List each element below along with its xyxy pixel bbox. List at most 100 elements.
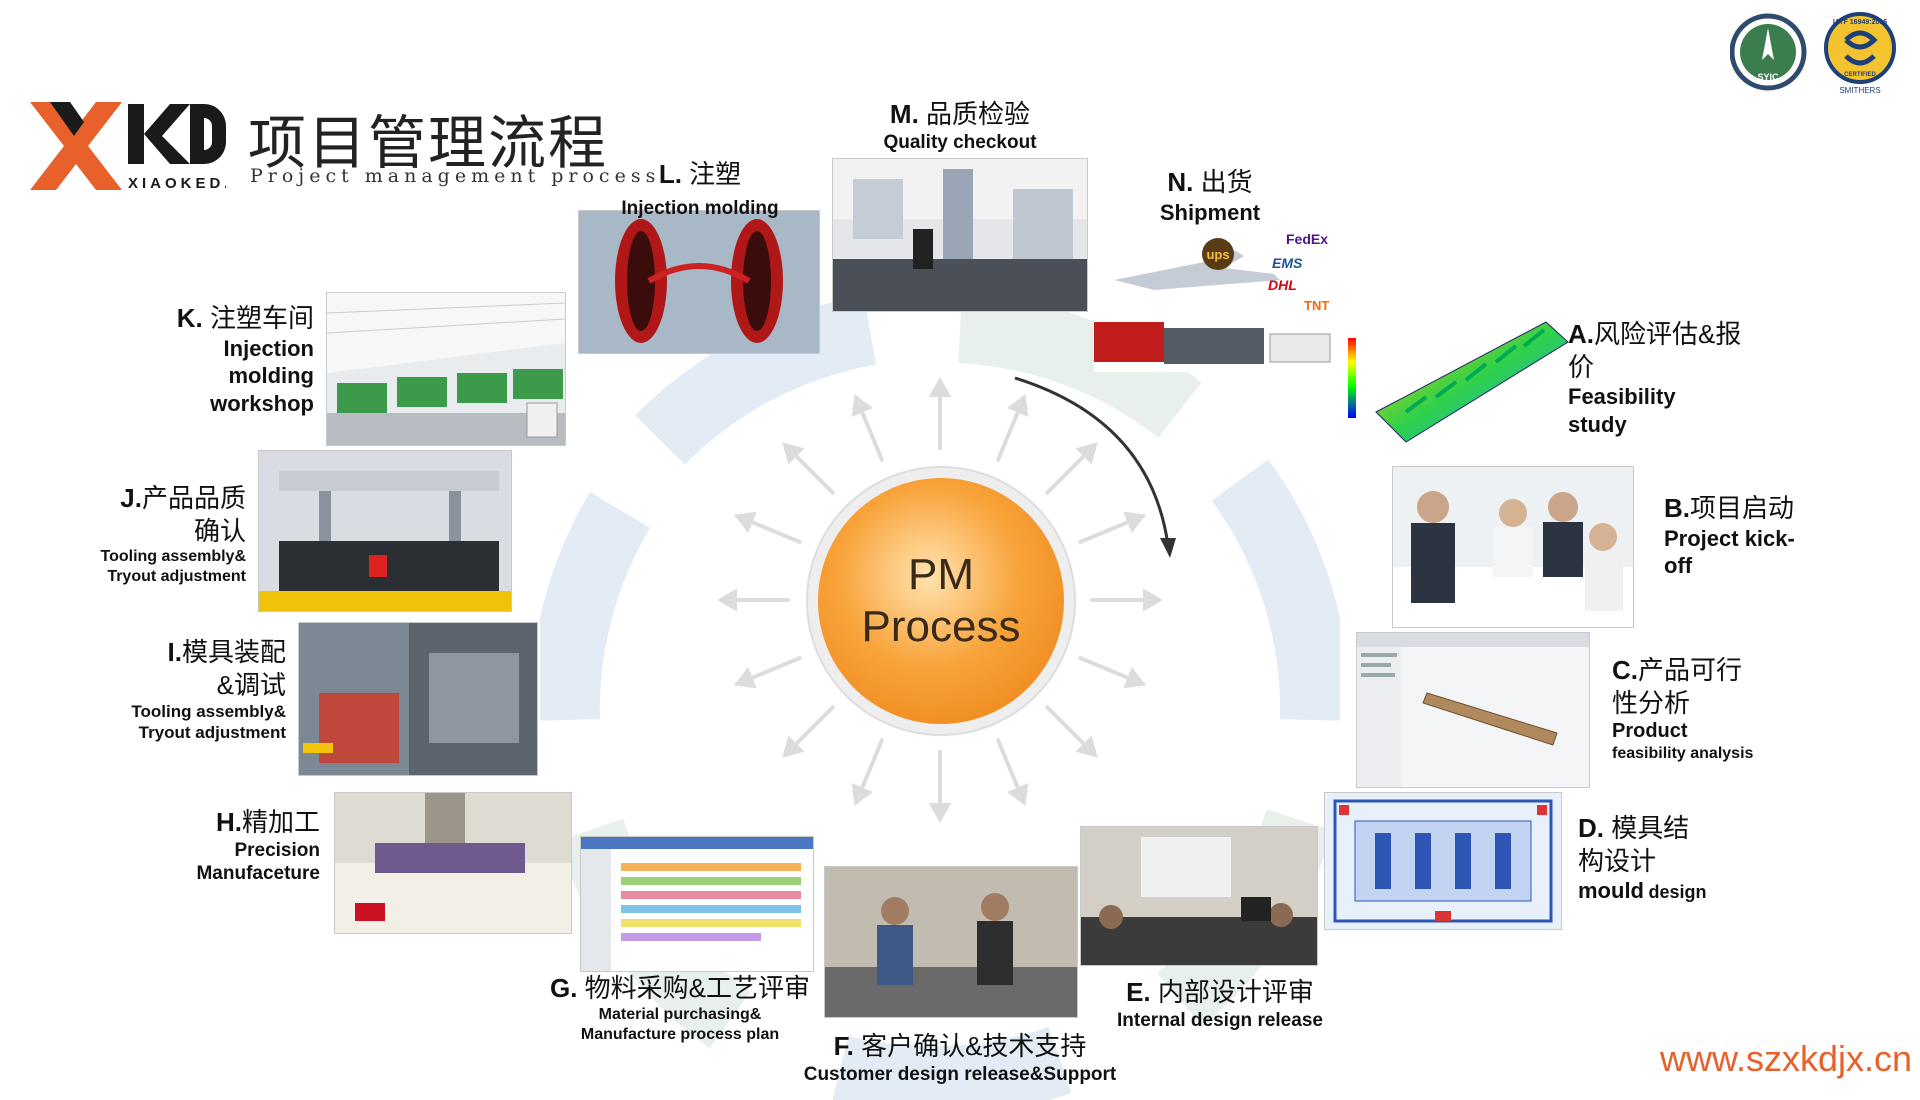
step-e-letter: E. [1126, 977, 1151, 1007]
ring-segment [635, 300, 877, 465]
step-a-letter: A. [1568, 319, 1594, 349]
radial-arrow-shaft [1044, 704, 1087, 747]
step-g-en1: Material purchasing& [598, 1005, 762, 1023]
radial-arrow-head [1123, 667, 1147, 689]
radial-arrow-head [1075, 442, 1098, 465]
radial-arrow-head [1075, 735, 1098, 758]
step-l-zh: 注塑 [689, 159, 742, 189]
step-m-en: Quality checkout [883, 131, 1037, 153]
smithers-text: SMITHERS [1839, 86, 1880, 95]
step-d-label: D. 模具结 构设计 mould design [1578, 812, 1778, 905]
photo-precision-manufacture [334, 792, 572, 934]
step-d-zh1: 模具结 [1611, 813, 1690, 843]
step-c-en2: feasibility analysis [1612, 745, 1754, 762]
step-a-en2: study [1568, 411, 1627, 437]
core-line-1: PM [908, 550, 974, 599]
step-m-zh: 品质检验 [926, 99, 1031, 129]
ring-segment [957, 300, 1202, 438]
radial-arrow-head [716, 588, 737, 612]
radial-arrow-shaft [859, 737, 885, 791]
syic-badge-text: SYIC [1757, 72, 1779, 82]
ring-segment [540, 492, 651, 721]
ring-segment [1211, 459, 1340, 721]
ups-logo: ups [1206, 247, 1229, 262]
step-c-zh1: 产品可行 [1638, 655, 1743, 685]
flow-arrowhead [1160, 538, 1176, 558]
iatf-badge-text: IATF 16949:2016 [1833, 19, 1887, 26]
certification-badges: SYIC IATF 16949:2016 CERTIFIED SMITHERS [1729, 10, 1900, 96]
radial-arrow-shaft [859, 409, 885, 463]
photo-shipment: ups FedEx EMS DHL TNT [1094, 230, 1342, 372]
step-a-zh: 风险评估&报价 [1568, 319, 1742, 382]
photo-feasibility-heatmap [1346, 302, 1576, 452]
step-j-en2: Tryout adjustment [107, 568, 246, 585]
step-l-letter: L. [658, 159, 682, 189]
step-f-letter: F. [833, 1031, 854, 1061]
step-l-en: Injection molding [621, 197, 779, 219]
step-l-label: L. 注塑 Injection molding [590, 158, 810, 220]
page-subtitle: Project management process [250, 165, 661, 187]
step-i-zh1: 模具装配 [181, 637, 286, 667]
radial-arrow-head [1007, 393, 1029, 417]
radial-arrow-head [928, 376, 952, 397]
step-g-letter: G. [549, 973, 578, 1003]
step-k-label: K. 注塑车间 Injection molding workshop [120, 302, 314, 417]
step-e-en: Internal design release [1117, 1009, 1323, 1031]
step-c-zh2: 性分析 [1612, 687, 1691, 718]
step-j-label: J.产品品质 确认 Tooling assembly& Tryout adjus… [60, 482, 246, 587]
step-a-label: A.风险评估&报价 Feasibility study [1568, 318, 1748, 438]
radial-arrow-shaft [749, 519, 803, 545]
certified-text: CERTIFIED [1844, 72, 1876, 78]
xiaokeda-logo: XIAOKEDA [30, 98, 235, 194]
step-n-label: N. 出货 Shipment [1120, 166, 1300, 226]
step-i-zh2: &调试 [216, 669, 286, 700]
step-b-en2: off [1664, 553, 1693, 578]
ems-logo: EMS [1272, 255, 1303, 271]
step-c-label: C.产品可行 性分析 Product feasibility analysis [1612, 654, 1812, 764]
step-g-en2: Manufacture process plan [580, 1025, 780, 1043]
step-d-zh2: 构设计 [1578, 845, 1657, 876]
step-h-letter: H. [215, 807, 242, 837]
photo-material-purchasing [580, 836, 814, 972]
step-n-en: Shipment [1159, 199, 1261, 225]
step-i-en1: Tooling assembly& [131, 702, 286, 721]
step-k-letter: K. [176, 303, 203, 333]
step-f-en: Customer design release&Support [803, 1063, 1117, 1085]
step-j-letter: J. [120, 483, 142, 513]
step-e-zh: 内部设计评审 [1157, 977, 1314, 1007]
radial-arrow-head [851, 393, 873, 417]
step-k-en2: molding [228, 363, 314, 388]
radial-arrow-shaft [793, 704, 836, 747]
radial-arrow-head [1123, 511, 1147, 533]
photo-project-kickoff [1392, 466, 1634, 628]
core-line-2: Process [861, 602, 1021, 651]
radial-arrows [716, 376, 1164, 824]
step-h-en1: Precision [234, 839, 320, 861]
pm-process-core: PM Process [818, 478, 1064, 724]
radial-arrow-shaft [995, 409, 1021, 463]
radial-arrow-shaft [1077, 655, 1131, 681]
step-n-letter: N. [1167, 167, 1194, 197]
photo-internal-design-release [1080, 826, 1318, 966]
photo-quality-checkout [832, 158, 1088, 312]
dhl-logo: DHL [1268, 277, 1297, 293]
radial-arrow-shaft [793, 453, 836, 496]
radial-arrow-head [782, 442, 805, 465]
radial-arrow-head [851, 783, 873, 807]
step-j-zh1: 产品品质 [141, 483, 246, 513]
page-title: 项目管理流程 [248, 109, 609, 177]
radial-arrow-head [782, 735, 805, 758]
step-k-en1: Injection [223, 335, 314, 361]
photo-product-quality [258, 450, 512, 612]
photo-customer-design-release [824, 866, 1078, 1018]
website-link[interactable]: www.szxkdjx.cn [1660, 1038, 1913, 1079]
radial-arrow-shaft [995, 737, 1021, 791]
photo-product-feasibility [1356, 632, 1590, 788]
step-h-en2: Manufaceture [196, 863, 320, 885]
radial-arrow-shaft [1044, 453, 1087, 496]
step-i-en2: Tryout adjustment [138, 723, 286, 743]
radial-arrow-head [1143, 588, 1164, 612]
radial-arrow-shaft [1077, 519, 1131, 545]
step-g-zh: 物料采购&工艺评审 [584, 973, 811, 1003]
photo-injection-molding [578, 210, 820, 354]
